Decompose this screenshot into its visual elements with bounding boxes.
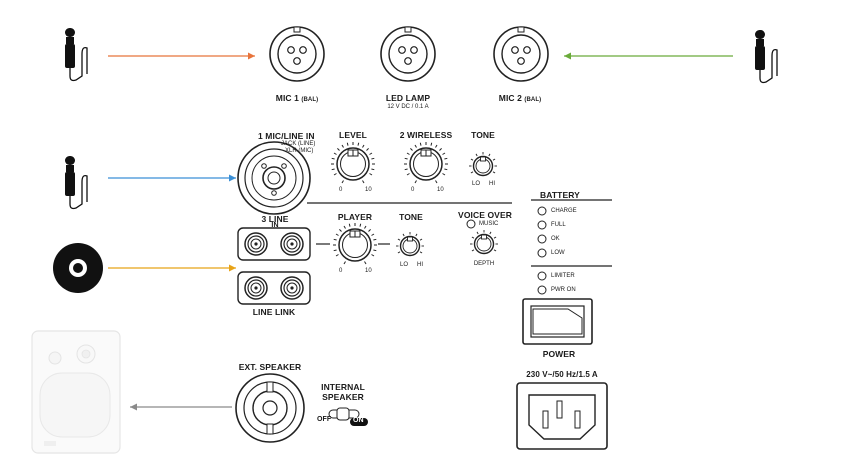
wireless-tone-lo: LO bbox=[472, 181, 481, 187]
charge-led bbox=[537, 206, 547, 216]
full-led bbox=[537, 220, 547, 230]
power-switch[interactable] bbox=[522, 298, 593, 345]
limiter-led bbox=[537, 271, 547, 281]
switch-off-label: OFF bbox=[317, 416, 332, 423]
mains-spec: 230 V~/50 Hz/1.5 A bbox=[526, 370, 598, 379]
mic1-label: MIC 1 (BAL) bbox=[275, 93, 319, 103]
mains-socket bbox=[516, 382, 608, 450]
player-min: 0 bbox=[339, 268, 343, 274]
charge-label: CHARGE bbox=[551, 208, 577, 214]
line-in-label-2: IN bbox=[271, 222, 279, 229]
line-in-label: 3 LINE bbox=[261, 214, 289, 224]
full-label: FULL bbox=[551, 222, 566, 228]
wireless-max: 10 bbox=[437, 187, 444, 193]
player-tone-knob[interactable] bbox=[395, 231, 425, 257]
player-max: 10 bbox=[365, 268, 372, 274]
speakon-jack bbox=[235, 373, 305, 443]
switch-on-label: ON bbox=[353, 417, 364, 424]
mic2-xlr-jack bbox=[493, 26, 549, 82]
mic2-label: MIC 2 (BAL) bbox=[498, 93, 542, 103]
speaker-output-icon bbox=[31, 330, 121, 454]
wireless-title: 2 WIRELESS bbox=[399, 130, 453, 140]
ch1-xlr-note: XLR (MIC) bbox=[285, 148, 314, 154]
line-link-label: LINE LINK bbox=[252, 307, 296, 317]
internal-speaker-label: SPEAKER bbox=[322, 392, 364, 402]
wireless-source-icon bbox=[64, 155, 88, 210]
mic1-source-icon bbox=[64, 27, 88, 82]
internal-speaker-switch[interactable] bbox=[328, 407, 368, 426]
led-lamp-label: LED LAMP bbox=[385, 93, 431, 103]
music-led bbox=[466, 219, 476, 229]
led-lamp-spec: 12 V DC / 0.1 A bbox=[387, 104, 429, 110]
limiter-label: LIMITER bbox=[551, 273, 575, 279]
player-knob[interactable] bbox=[332, 222, 378, 265]
depth-label: DEPTH bbox=[473, 261, 495, 267]
voice-over-label: VOICE OVER bbox=[458, 210, 512, 220]
power-label: POWER bbox=[542, 349, 576, 359]
level-label: LEVEL bbox=[339, 130, 367, 140]
pwr-on-label: PWR ON bbox=[551, 287, 576, 293]
wireless-min: 0 bbox=[411, 187, 415, 193]
music-label: MUSIC bbox=[479, 221, 499, 227]
led-lamp-xlr-jack bbox=[380, 26, 436, 82]
wireless-tone-knob[interactable] bbox=[468, 151, 498, 177]
player-label: PLAYER bbox=[337, 212, 373, 222]
line-in-panel bbox=[237, 227, 311, 261]
line-link-panel bbox=[237, 271, 311, 305]
pwr-on-led bbox=[537, 285, 547, 295]
low-led bbox=[537, 248, 547, 258]
ok-label: OK bbox=[551, 236, 560, 242]
ch1-title: 1 MIC/LINE IN bbox=[258, 131, 315, 141]
combo-jack bbox=[237, 141, 311, 215]
player-tone-lo: LO bbox=[400, 262, 409, 268]
level-max: 10 bbox=[365, 187, 372, 193]
ch1-jack-note: JACK (LINE) bbox=[281, 141, 316, 147]
low-label: LOW bbox=[551, 250, 565, 256]
internal-label: INTERNAL bbox=[321, 382, 365, 392]
wireless-level-knob[interactable] bbox=[403, 141, 449, 184]
ok-led bbox=[537, 234, 547, 244]
level-knob[interactable] bbox=[330, 141, 376, 184]
player-tone-hi: HI bbox=[417, 262, 423, 268]
mic2-source-icon bbox=[754, 29, 778, 84]
player-source-icon bbox=[53, 243, 103, 293]
mic1-xlr-jack bbox=[269, 26, 325, 82]
wireless-tone-label: TONE bbox=[471, 130, 495, 140]
player-tone-label: TONE bbox=[399, 212, 423, 222]
battery-title: BATTERY bbox=[540, 190, 580, 200]
wireless-tone-hi: HI bbox=[489, 181, 495, 187]
ext-speaker-label: EXT. SPEAKER bbox=[238, 362, 302, 372]
level-min: 0 bbox=[339, 187, 343, 193]
depth-knob[interactable] bbox=[469, 229, 499, 255]
